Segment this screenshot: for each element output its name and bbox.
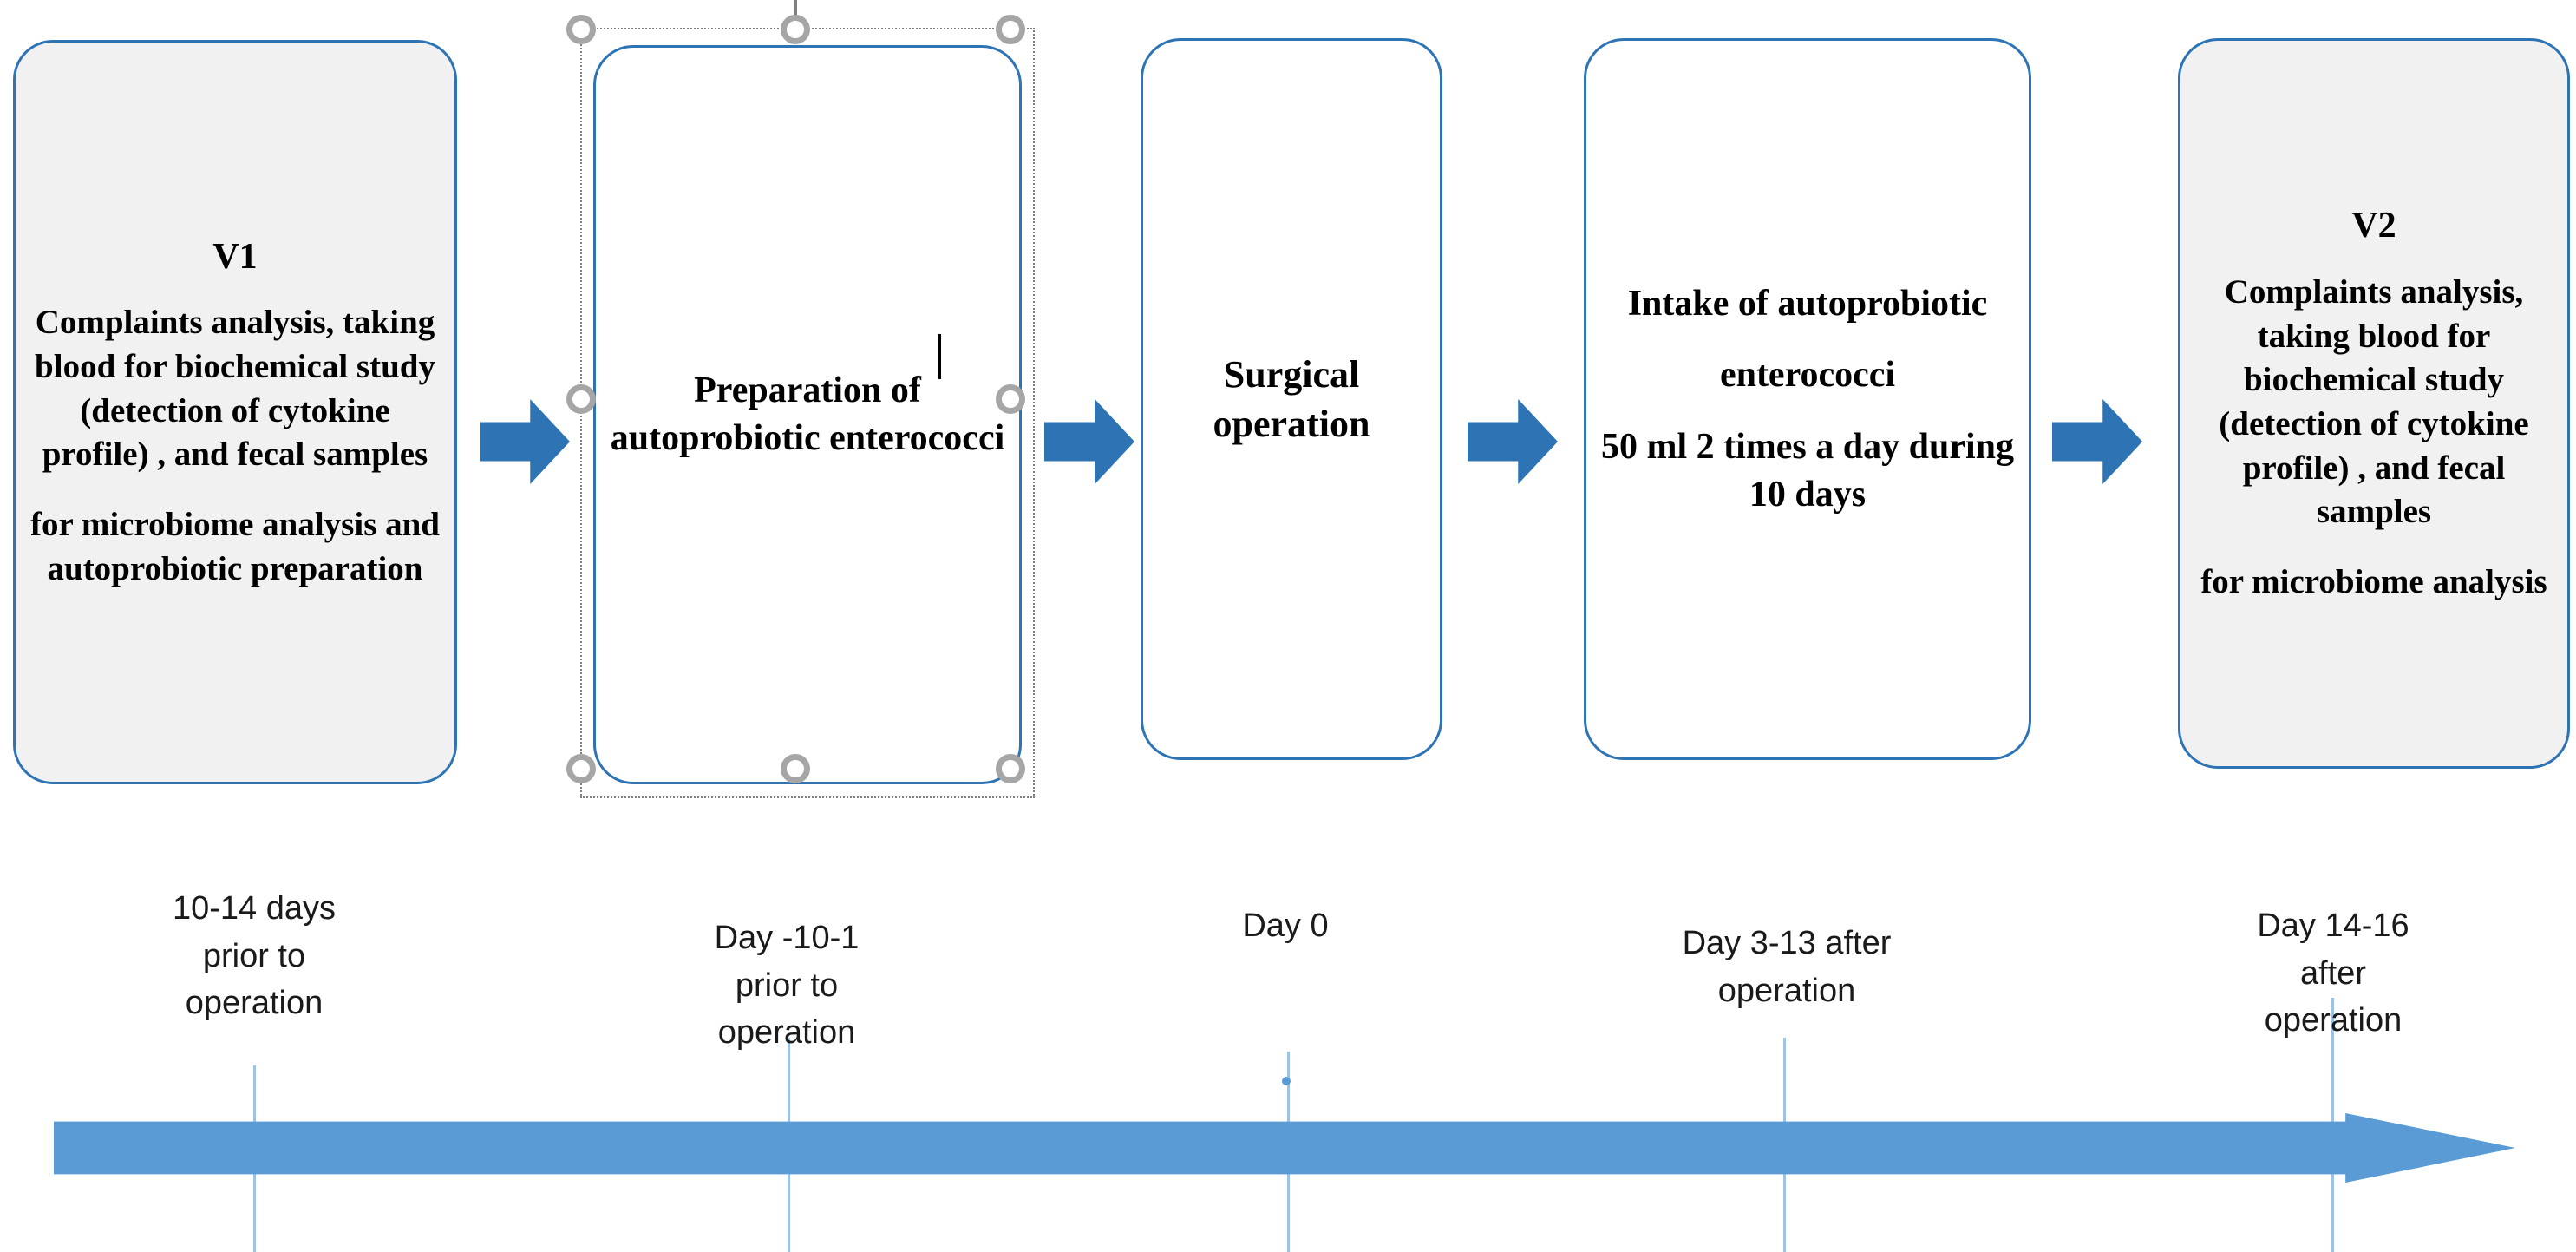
resize-handle-top-left[interactable] [566,15,596,44]
right-block-arrow-icon-3 [1468,399,1558,484]
resize-handle-bottom-left[interactable] [566,754,596,783]
process-box-v1-paragraph-2: for microbiome analysis and autoprobioti… [30,505,440,587]
timeline-marker-dot [1282,1077,1291,1085]
timeline-label-1: 10-14 days prior to operation [172,890,336,1022]
right-block-arrow-icon-1 [480,399,570,484]
process-box-v2-paragraph-2: for microbiome analysis [2200,563,2547,601]
right-block-arrow-icon-4 [2052,399,2142,484]
process-box-v1-title: V1 [212,236,258,277]
timeline-label-5: Day 14-16 after operation [2257,908,2409,1039]
resize-handle-middle-right[interactable] [996,384,1025,414]
process-box-v1-paragraph-1: Complaints analysis, taking blood for bi… [35,304,435,474]
resize-handle-bottom-right[interactable] [996,754,1025,783]
process-box-v2-title: V2 [2351,206,2396,246]
timeline-arrow-icon [54,1113,2515,1183]
process-box-preparation[interactable]: Preparation of autoprobiotic enterococci [593,45,1022,784]
process-box-preparation-paragraph-1: Preparation of autoprobiotic enterococci [610,370,1005,458]
process-box-intake-paragraph-3: 50 ml 2 times a day during 10 days [1600,427,2015,515]
process-box-intake[interactable]: Intake of autoprobiotic enterococci 50 m… [1584,38,2031,760]
timeline-label-4: Day 3-13 after operation [1682,925,1892,1009]
process-box-v2-paragraph-1: Complaints analysis, taking blood for bi… [2219,272,2529,531]
process-box-surgery-paragraph-1: Surgical operation [1213,352,1370,445]
resize-handle-bottom-center[interactable] [781,754,810,783]
resize-handle-middle-left[interactable] [566,384,596,414]
process-box-v2[interactable]: V2 Complaints analysis, taking blood for… [2178,38,2570,769]
resize-handle-top-right[interactable] [996,15,1025,44]
process-box-intake-paragraph-1: Intake of autoprobiotic [1627,283,1988,324]
timeline-label-3: Day 0 [1242,908,1329,944]
process-box-intake-paragraph-2: enterococci [1719,355,1896,396]
process-box-v1[interactable]: V1 Complaints analysis, taking blood for… [13,40,457,784]
timeline-label-2: Day -10-1 prior to operation [714,920,860,1052]
right-block-arrow-icon-2 [1044,399,1134,484]
resize-handle-top-center[interactable] [781,15,810,44]
process-box-surgery[interactable]: Surgical operation [1141,38,1442,760]
text-caret [938,334,941,379]
